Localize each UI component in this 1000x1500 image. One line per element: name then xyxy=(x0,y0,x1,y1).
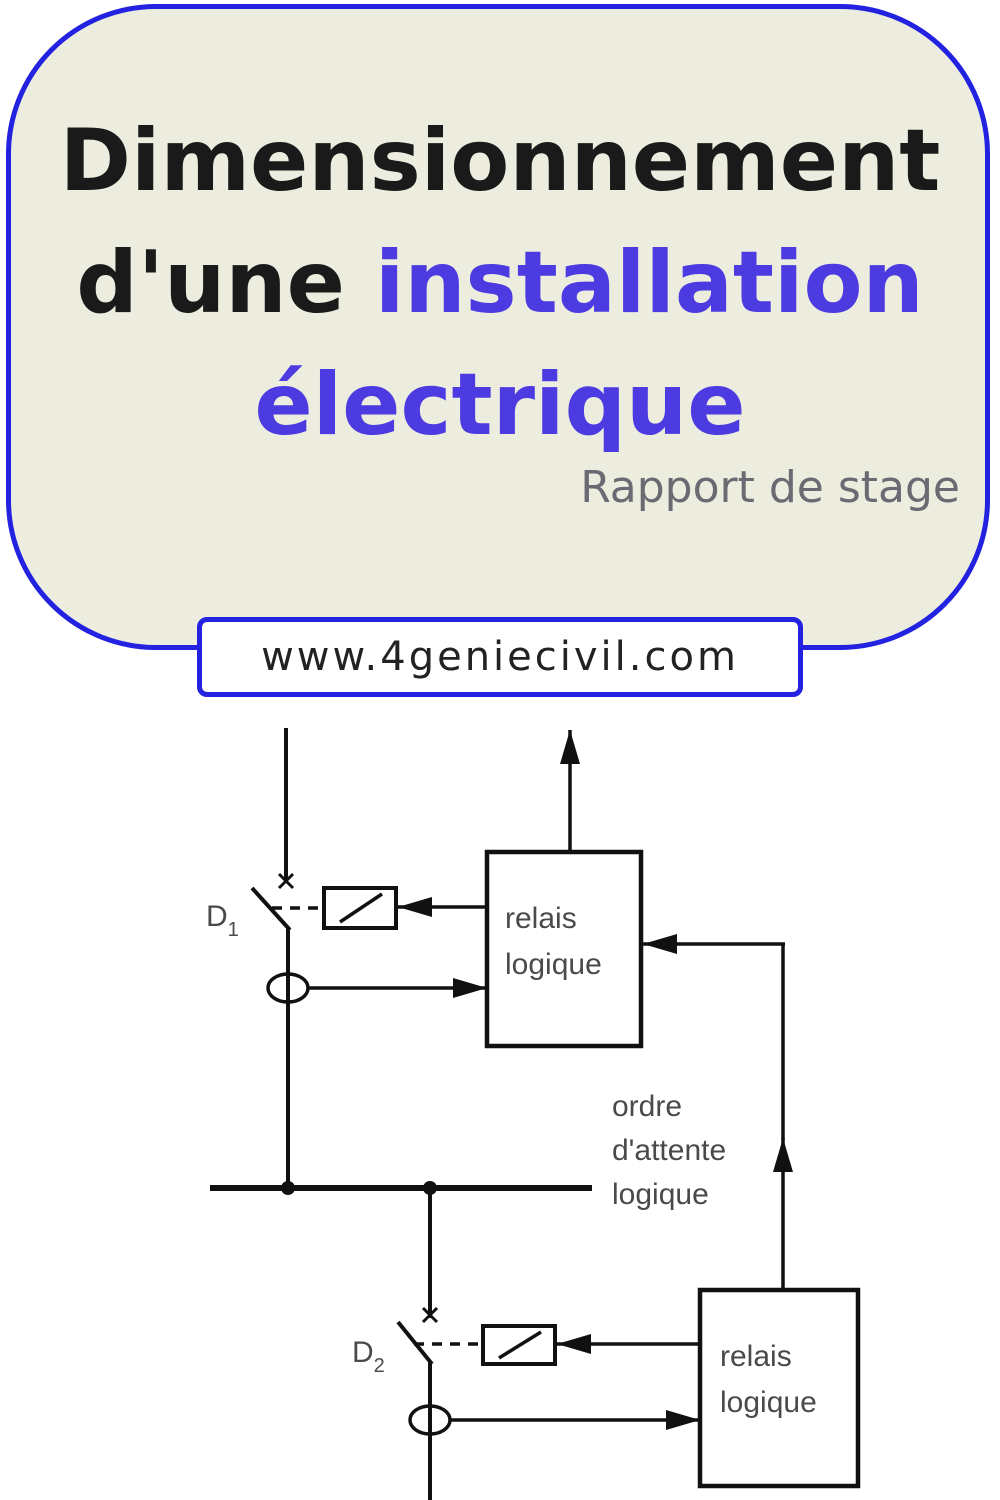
relay-top-label-1: relais xyxy=(505,902,577,935)
title-line-1: Dimensionnement xyxy=(59,111,941,211)
wait-order-label-1: ordre xyxy=(612,1090,682,1123)
title-card xyxy=(6,4,990,650)
bus-node-1 xyxy=(281,1181,295,1195)
relay-bottom-label-2: logique xyxy=(720,1386,817,1419)
trip-coil-d2 xyxy=(481,1324,557,1366)
relay-top-label-2: logique xyxy=(505,948,602,981)
page-title: Dimensionnement d'une installation élect… xyxy=(0,100,1000,466)
title-line-2-plain: d'une xyxy=(76,233,375,333)
relay-bottom-label-1: relais xyxy=(720,1340,792,1373)
switch-blade-d1 xyxy=(250,886,292,932)
breaker-label-d2: D2 xyxy=(352,1336,385,1377)
trip-mark-d2 xyxy=(421,1306,439,1324)
relay-box-bottom xyxy=(697,1287,861,1489)
wait-order-label-2: d'attente xyxy=(612,1134,726,1167)
trip-mark-d1 xyxy=(277,872,295,890)
relay-box-top xyxy=(484,849,644,1049)
title-line-2: d'une installation xyxy=(0,222,1000,344)
trip-coil-d1 xyxy=(322,886,398,930)
wait-order-label-3: logique xyxy=(612,1178,709,1211)
subtitle: Rapport de stage xyxy=(580,462,960,513)
website-link[interactable]: www.4geniecivil.com xyxy=(197,617,803,697)
breaker-label-d1: D1 xyxy=(206,900,239,941)
title-line-2-accent: installation xyxy=(374,233,924,333)
title-line-3: électrique xyxy=(254,355,746,455)
